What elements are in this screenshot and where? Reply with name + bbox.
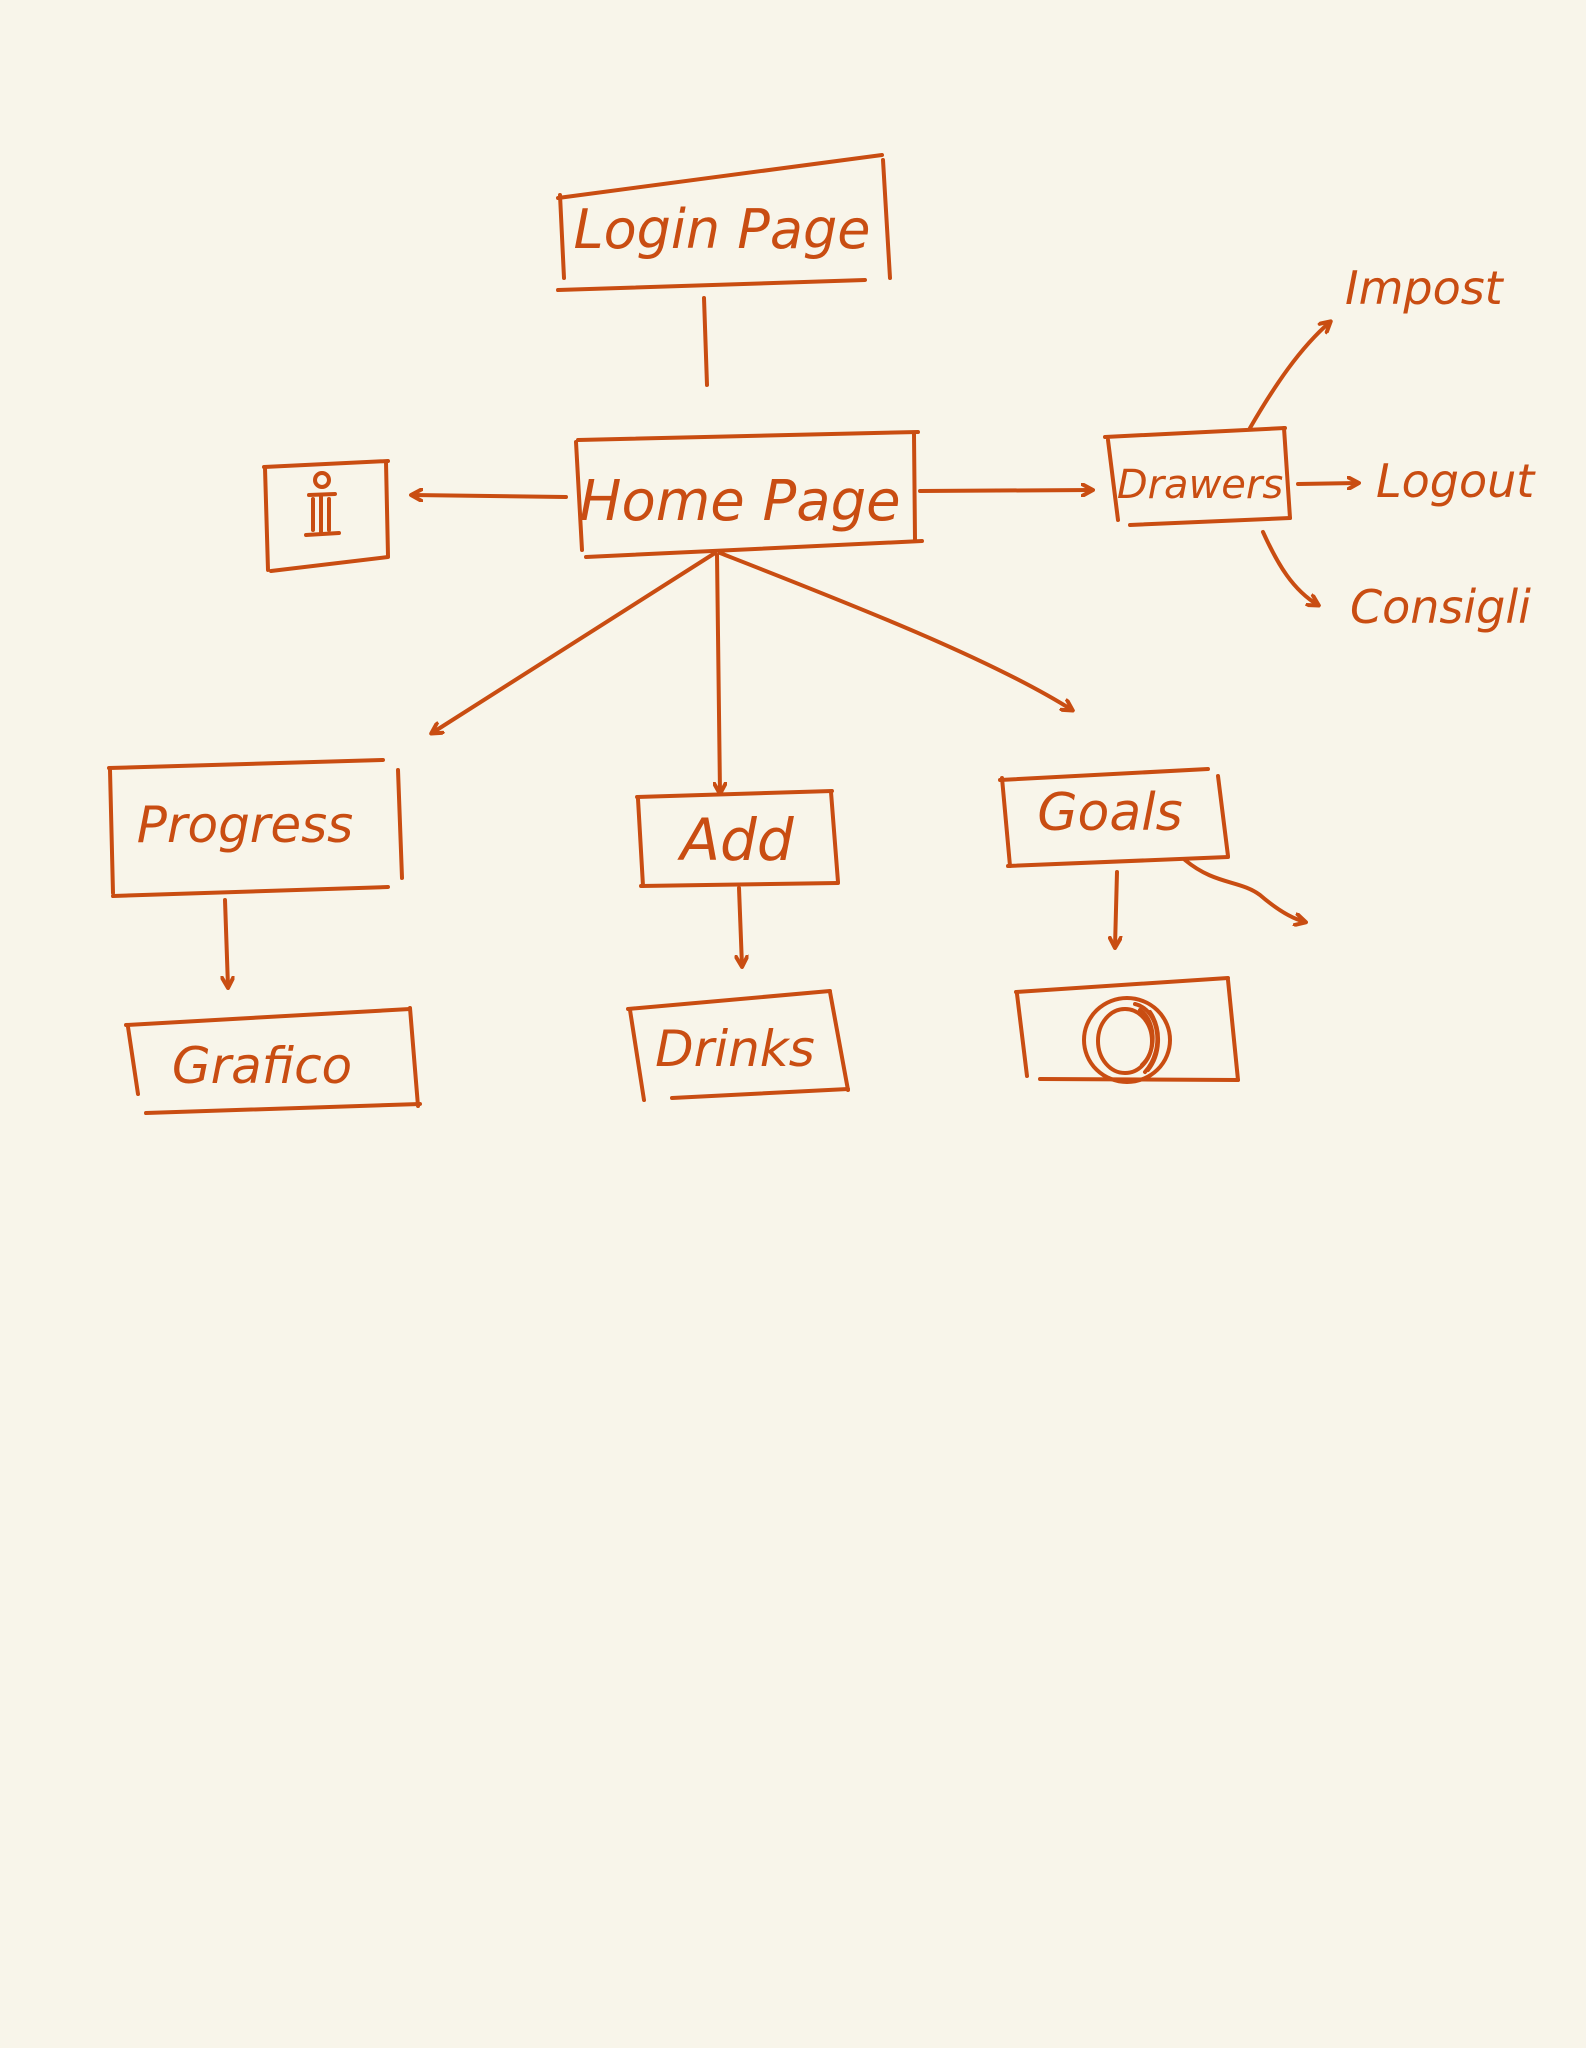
arrow-home-add — [717, 553, 720, 793]
goals-box — [998, 767, 1230, 868]
progress-ring-icon — [1082, 996, 1172, 1084]
consigli-label: Consigli — [1350, 580, 1531, 634]
arrow-add-drinks — [739, 886, 742, 966]
ring-box — [1014, 976, 1240, 1082]
home-page-box — [574, 430, 924, 559]
login-page-box — [556, 153, 892, 292]
grafico-label: Grafico — [172, 1037, 352, 1095]
drinks-box — [626, 989, 850, 1102]
info-box — [262, 459, 390, 573]
progress-label: Progress — [137, 796, 353, 854]
arrow-home-progress — [432, 551, 717, 733]
grafico-box — [124, 1006, 422, 1115]
drawers-box — [1103, 426, 1292, 527]
arrow-drawers-logout — [1296, 483, 1358, 484]
arrow-home-drawers — [918, 490, 1092, 491]
progress-box — [107, 758, 404, 898]
drinks-label: Drinks — [655, 1020, 815, 1078]
impost-label: Impost — [1345, 261, 1505, 315]
add-label: Add — [676, 806, 794, 874]
connector-login-home — [702, 296, 709, 387]
arrow-home-info — [412, 495, 568, 497]
arrow-progress-grafico — [225, 898, 228, 987]
goals-label: Goals — [1037, 783, 1183, 843]
login-page-label: Login Page — [574, 198, 871, 261]
add-box — [635, 789, 840, 888]
home-page-label: Home Page — [579, 469, 900, 534]
arrow-drawers-consigli — [1261, 530, 1318, 605]
logout-label: Logout — [1376, 454, 1536, 508]
info-icon — [304, 471, 341, 537]
arrow-goals-offpage — [1183, 858, 1305, 922]
arrow-home-goals — [718, 551, 1072, 710]
arrow-drawers-impost — [1248, 322, 1330, 430]
arrow-goals-ring — [1115, 870, 1117, 947]
drawers-label: Drawers — [1117, 462, 1283, 508]
